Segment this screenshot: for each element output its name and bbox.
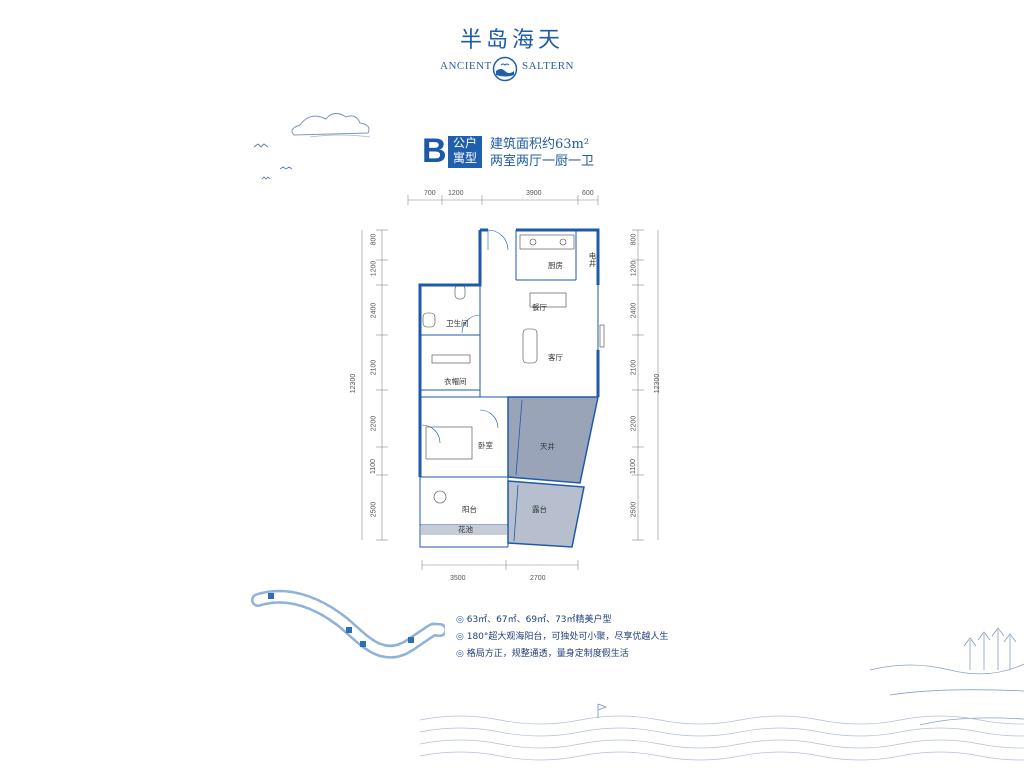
unit-area: 建筑面积约63m² [490,137,590,152]
unit-type-letter: B [422,132,447,170]
dim-left-total: 12300 [350,373,358,394]
brand-title: 半岛海天 [459,28,564,53]
unit-type-line1: 公户 [452,136,477,150]
dim-left-5: 2200 [370,415,378,432]
room-terrace: 露台 [532,505,547,514]
cloud-sketch-icon [253,113,371,180]
room-bathroom: 卫生间 [446,319,469,328]
dim-left-6: 1100 [370,458,378,475]
brand-subtitle-right: SALTERN [522,60,574,72]
room-skywell: 天井 [540,442,555,451]
site-key-plan [251,589,445,659]
planter-strip [421,525,507,535]
dim-right-7: 2500 [630,501,638,518]
unit-layout: 两室两厅一厨一卫 [490,154,595,169]
dim-top-1: 700 [424,190,436,197]
bed-icon [425,426,473,460]
tv-icon [599,324,605,348]
dim-right-total: 12300 [654,373,662,394]
unit-type-line2: 寓型 [452,151,477,165]
feature-list: 63㎡、67㎡、69㎡、73㎡精美户型 180°超大观海阳台，可独处可小聚，尽享… [456,612,669,663]
room-electric-shaft: 电井 [588,252,597,267]
unit-info: 建筑面积约63m² 两室两厅一厨一卫 [490,136,594,170]
room-storage: 衣帽间 [444,377,467,386]
unit-type-badge: 公户 寓型 [448,136,482,168]
room-balcony: 阳台 [462,505,477,514]
dim-right-2: 1200 [630,260,638,277]
room-bedroom: 卧室 [478,441,493,450]
dim-right-6: 1100 [630,458,638,475]
dim-top-4: 600 [582,190,594,197]
dim-left-3: 2400 [370,302,378,319]
sink-icon [422,312,436,328]
toilet-icon [454,284,466,300]
flag-icon [597,703,608,718]
feature-item: 格局方正，规整通透，量身定制度假生活 [456,646,668,663]
dim-bottom-2: 2700 [530,575,546,582]
room-living: 客厅 [548,353,563,362]
dim-left-4: 2100 [370,359,378,376]
dim-right-1: 800 [630,233,638,246]
dim-left-2: 1200 [370,260,378,277]
room-planter: 花池 [458,525,473,534]
dimension-lines [361,195,659,570]
floor-plan [361,195,659,570]
dim-bottom-1: 3500 [450,575,466,582]
walls [418,228,600,477]
dim-top-3: 3900 [526,190,542,197]
feature-item: 63㎡、67㎡、69㎡、73㎡精美户型 [456,612,668,629]
balcony-table-icon [433,490,447,504]
kitchen-counter [519,234,575,250]
wave-lines [420,703,1024,761]
door-arcs [421,229,509,444]
room-dining: 餐厅 [532,303,547,312]
furniture [422,234,605,504]
dim-top-2: 1200 [448,190,464,197]
feature-item: 180°超大观海阳台，可独处可小聚，尽享优越人生 [456,629,669,646]
dim-right-5: 2200 [630,415,638,432]
brand-logo-icon [492,56,518,82]
room-kitchen: 厨房 [548,261,563,270]
sofa-icon [522,328,538,364]
coastal-landscape-sketch [869,627,1024,726]
brand-subtitle-left: ANCIENT [440,60,492,72]
wardrobe-icon [431,354,471,364]
dining-table [529,292,567,308]
dim-right-4: 2100 [630,359,638,376]
dim-left-7: 2500 [370,501,378,518]
dim-right-3: 2400 [630,302,638,319]
dim-left-1: 800 [370,233,378,246]
